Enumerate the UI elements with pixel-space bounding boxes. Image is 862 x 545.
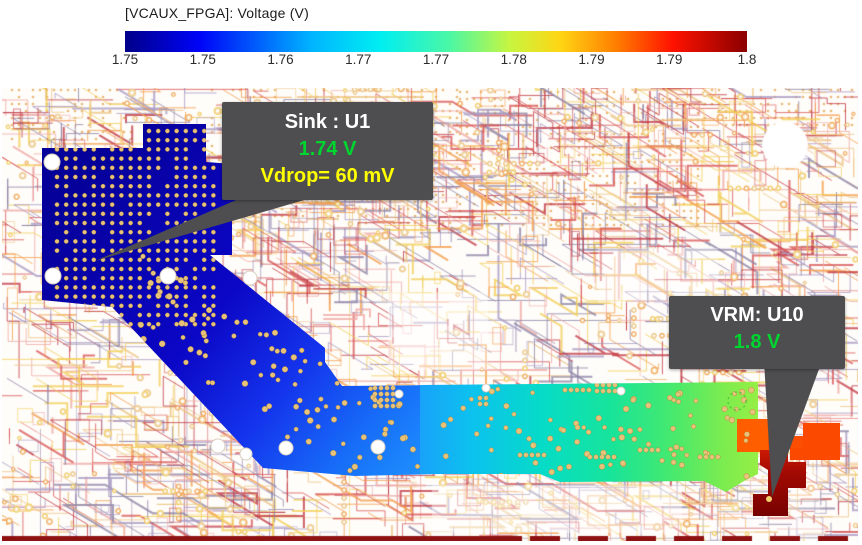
vrm-callout-title: VRM: U10 xyxy=(710,304,804,326)
colorbar-tick: 1.78 xyxy=(500,52,527,67)
net-region-vrm-orange-left xyxy=(737,419,770,452)
net-region-fpga-blob xyxy=(42,124,440,476)
voltage-colorbar xyxy=(125,31,747,52)
vrm-callout[interactable]: VRM: U10 1.8 V xyxy=(669,296,845,369)
vrm-callout-pointer xyxy=(764,361,822,497)
net-region-vrm-orange-right xyxy=(790,423,840,460)
mounting-hole xyxy=(239,447,253,461)
colorbar-tick: 1.79 xyxy=(578,52,605,67)
mounting-hole xyxy=(370,439,386,455)
mounting-hole xyxy=(43,153,61,171)
mounting-hole xyxy=(159,267,177,285)
vrm-via xyxy=(766,496,772,502)
sink-callout-pointer xyxy=(95,194,325,261)
colorbar-tick-labels: 1.75 1.75 1.76 1.77 1.77 1.78 1.79 1.79 1.8 xyxy=(0,52,862,70)
sink-callout[interactable]: Sink : U1 1.74 V Vdrop= 60 mV xyxy=(222,102,433,200)
sink-callout-title: Sink : U1 xyxy=(284,111,371,133)
mounting-holes xyxy=(43,153,626,461)
mounting-hole xyxy=(481,383,491,393)
colorbar-tick: 1.77 xyxy=(422,52,450,67)
colorbar-tick: 1.8 xyxy=(737,52,757,67)
mounting-hole xyxy=(44,267,62,285)
sink-vdrop-value: Vdrop= 60 mV xyxy=(260,165,395,187)
component-outline-dashed xyxy=(727,391,747,411)
colorbar-tick: 1.75 xyxy=(189,52,216,67)
mounting-hole xyxy=(278,440,294,456)
mounting-hole xyxy=(242,270,258,286)
mounting-hole xyxy=(394,389,404,399)
colorbar-tick: 1.75 xyxy=(111,52,139,67)
mounting-hole xyxy=(210,438,226,454)
colorbar-tick: 1.79 xyxy=(656,52,683,67)
colorbar-tick: 1.77 xyxy=(345,52,372,67)
sink-voltage-value: 1.74 V xyxy=(298,138,357,160)
colorbar-tick: 1.76 xyxy=(267,52,294,67)
plot-title: [VCAUX_FPGA]: Voltage (V) xyxy=(125,5,309,21)
vrm-voltage-value: 1.8 V xyxy=(733,331,781,353)
mounting-hole xyxy=(616,386,626,396)
